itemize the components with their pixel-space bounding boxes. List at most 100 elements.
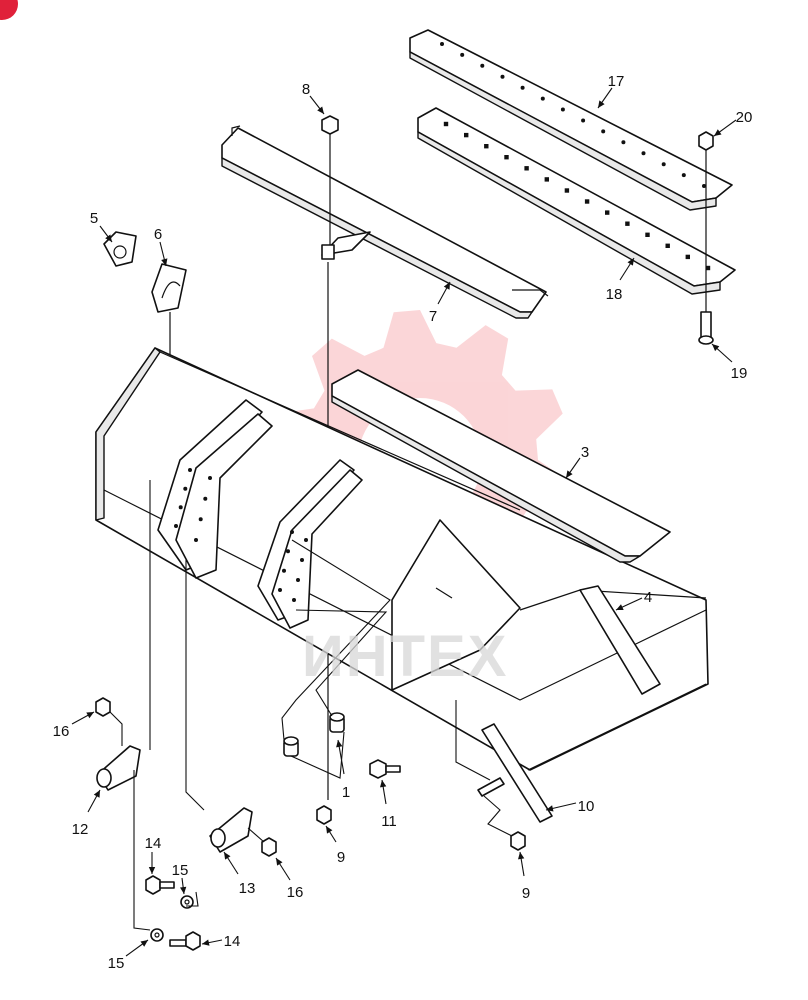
callout-label: 9	[522, 885, 530, 902]
nut-20	[698, 131, 714, 151]
callout-c19: 19	[711, 343, 747, 382]
callout-c14a: 14	[145, 835, 162, 874]
callout-label: 6	[154, 226, 162, 243]
bolt-hole	[480, 63, 485, 68]
blade-body	[95, 347, 709, 771]
bolt-hole	[194, 538, 198, 542]
bolt-hole	[520, 85, 525, 90]
callout-label: 5	[90, 210, 98, 227]
callout-label: 15	[108, 955, 125, 972]
bolt-14b	[169, 931, 201, 951]
assembly-lines	[109, 480, 513, 931]
bolt-hole	[705, 265, 711, 271]
nut-16b	[261, 837, 277, 857]
callout-c1: 1	[336, 739, 350, 801]
callout-c7: 7	[429, 281, 451, 325]
leader-arrowhead	[140, 940, 148, 947]
bolt-hole	[645, 232, 650, 237]
brace-10	[477, 723, 553, 823]
leader-arrowhead	[161, 258, 168, 266]
bolt-hole	[174, 524, 178, 528]
callout-label: 9	[337, 849, 345, 866]
callout-c9a: 9	[325, 825, 345, 866]
callout-c4: 4	[615, 589, 652, 611]
leader-arrowhead	[180, 886, 187, 894]
bolt-hole	[584, 199, 590, 204]
leader-arrowhead	[86, 712, 94, 719]
cutting-edge-upper	[409, 29, 733, 211]
gusset-4	[579, 585, 661, 695]
bolt-11	[369, 759, 401, 779]
callout-c17: 17	[597, 73, 624, 109]
callout-c15b: 15	[108, 939, 149, 972]
callout-label: 14	[145, 835, 162, 852]
bolt-hole	[208, 476, 212, 480]
mounting-plate-left	[157, 399, 273, 579]
callout-c20: 20	[713, 109, 753, 137]
nut-9b	[510, 831, 526, 851]
bolt-hole	[484, 144, 489, 149]
bolt-hole	[641, 151, 646, 156]
bolt-hole	[178, 505, 183, 510]
callout-c13: 13	[223, 851, 256, 897]
callout-label: 12	[72, 821, 89, 838]
bolt-hole	[685, 254, 690, 260]
leader-arrowhead	[518, 852, 525, 860]
bolt-hole	[188, 468, 192, 472]
bolt-hole	[300, 558, 304, 562]
callout-c16b: 16	[275, 857, 304, 901]
bolt-hole	[500, 74, 505, 79]
leader-arrowhead	[148, 867, 156, 874]
leader-arrowhead	[224, 852, 231, 860]
bolt-hole	[286, 549, 290, 554]
callout-c8: 8	[302, 81, 325, 115]
callout-label: 3	[581, 444, 589, 461]
leader-arrowhead	[105, 234, 112, 242]
callout-label: 16	[287, 884, 304, 901]
nut-16a	[95, 697, 111, 717]
washer-15a	[180, 895, 194, 909]
bolt-hole	[460, 52, 465, 57]
leader-arrowhead	[546, 805, 554, 812]
cutting-edge-lower	[417, 107, 736, 295]
leader-arrowhead	[336, 740, 343, 748]
bolt-hole	[203, 496, 208, 501]
leader-arrowhead	[714, 129, 722, 136]
leader-arrowhead	[443, 282, 450, 290]
callout-label: 8	[302, 81, 310, 98]
bolt-hole	[296, 578, 300, 582]
callout-label: 15	[172, 862, 189, 879]
side-rail	[221, 125, 549, 319]
leader-arrowhead	[202, 939, 210, 946]
bolt-hole	[560, 107, 565, 112]
mounting-plate-middle	[257, 459, 363, 629]
washer-15b	[150, 928, 164, 942]
callout-c12: 12	[72, 789, 101, 838]
blade-strip	[331, 369, 671, 563]
callout-c5: 5	[90, 210, 113, 243]
bolt-14a	[145, 875, 175, 895]
callout-c16a: 16	[53, 711, 95, 740]
leader-arrowhead	[566, 470, 573, 478]
bolt-hole	[625, 221, 630, 226]
callout-label: 20	[736, 109, 753, 126]
leader-arrowhead	[276, 858, 283, 866]
end-plate	[391, 519, 521, 691]
bolt-hole	[665, 243, 670, 248]
callout-label: 14	[224, 933, 241, 950]
callout-c15a: 15	[172, 862, 189, 895]
callout-label: 18	[606, 286, 623, 303]
bolt-hole	[681, 173, 686, 178]
bolt-hole	[504, 155, 509, 160]
callout-label: 1	[342, 784, 350, 801]
bolt-hole	[702, 184, 706, 188]
callout-c11: 11	[380, 779, 397, 830]
nut-9a	[316, 805, 332, 825]
bolt-hole	[440, 42, 444, 46]
callout-label: 13	[239, 880, 256, 897]
callout-c18: 18	[606, 257, 635, 303]
bracket-6	[151, 263, 187, 313]
callout-label: 7	[429, 308, 437, 325]
leader-arrowhead	[616, 604, 624, 610]
